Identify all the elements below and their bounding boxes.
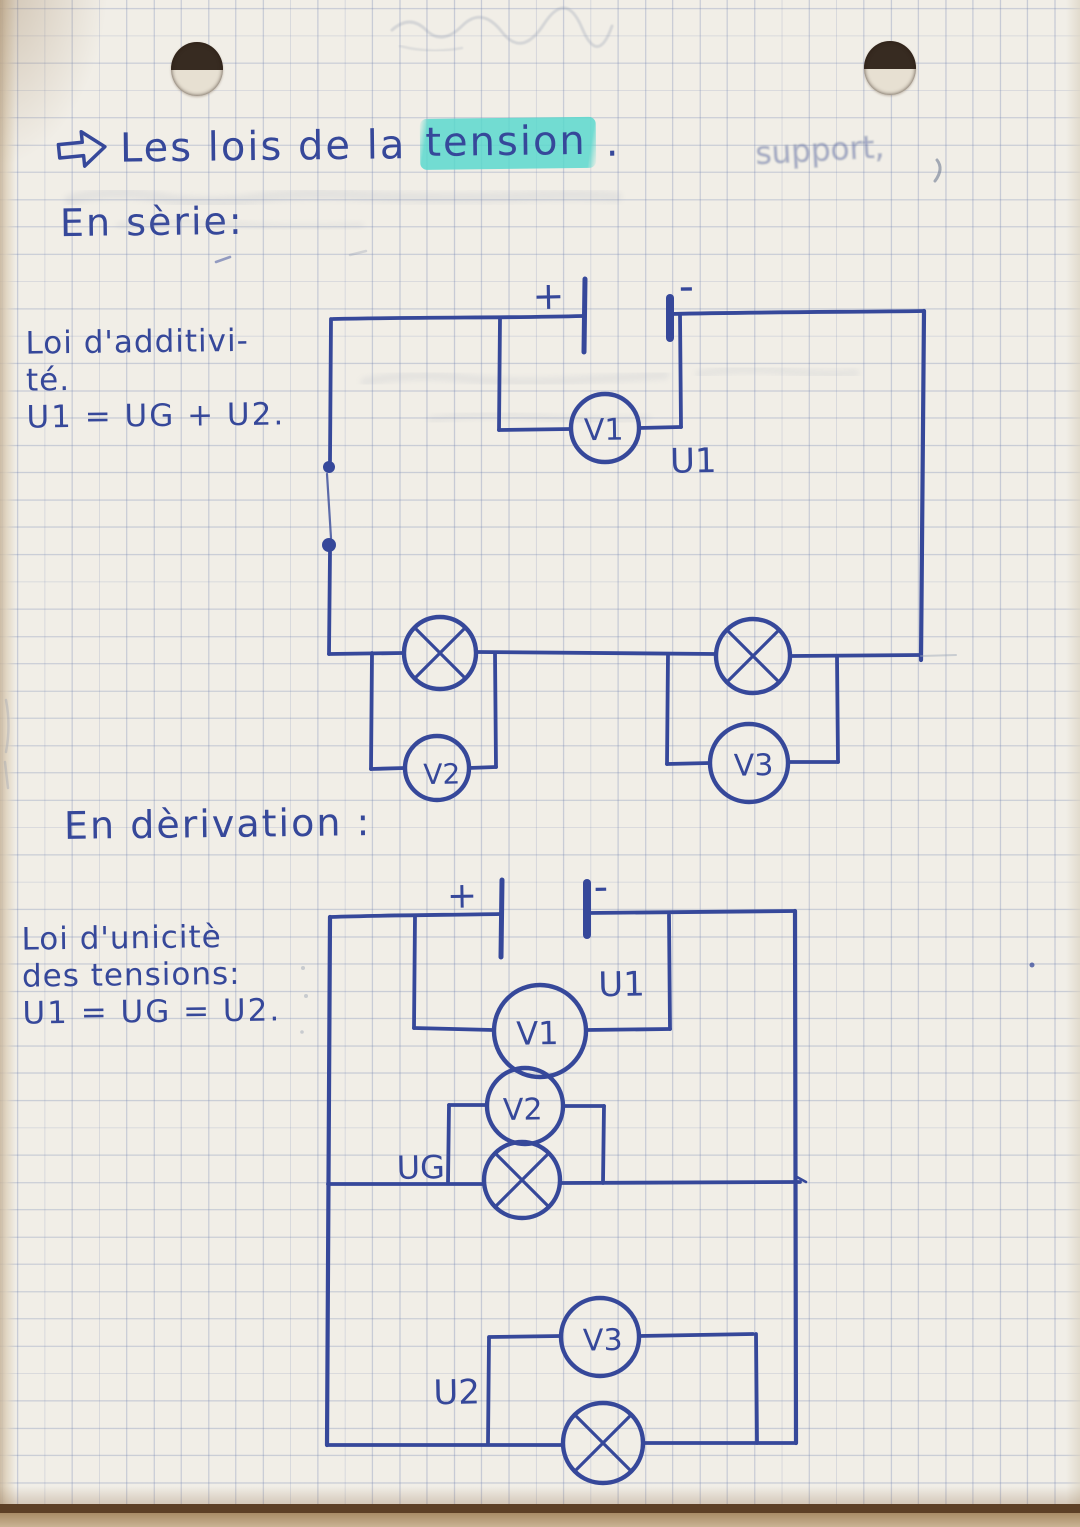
wire — [637, 425, 683, 430]
paper-left-edge — [0, 0, 16, 1527]
u1-voltage-label: U1 — [670, 441, 717, 482]
wire — [475, 650, 718, 656]
wire — [601, 1104, 606, 1185]
title-period: . — [605, 119, 621, 166]
wire — [324, 914, 333, 1448]
wire — [678, 312, 683, 429]
lamp-icon — [713, 616, 793, 696]
wire — [493, 651, 498, 769]
wire — [446, 1103, 451, 1185]
wire — [328, 317, 333, 463]
paper-right-edge — [1066, 0, 1080, 1527]
wire — [487, 1334, 563, 1339]
wire — [327, 651, 405, 656]
punch-hole-left — [171, 42, 223, 96]
lamp-cross — [574, 1414, 632, 1472]
lamp-cross — [413, 626, 467, 680]
battery-positive-terminal — [581, 276, 588, 355]
voltmeter-v3-label: V3 — [734, 748, 774, 784]
wire — [792, 908, 799, 1446]
page-title: Les lois de la tension. — [52, 116, 621, 175]
wire — [586, 909, 797, 915]
wire-arrow-tip — [795, 1175, 808, 1184]
switch-contact-top — [323, 461, 335, 473]
lamp-cross — [726, 629, 780, 683]
lamp-icon — [401, 614, 479, 692]
wire — [328, 912, 503, 919]
serie-law-equation: U1 = UG + U2. — [26, 396, 286, 436]
paper-bottom-edge — [0, 1504, 1080, 1513]
u1-voltage-label: U1 — [598, 964, 645, 1005]
wire — [667, 913, 672, 1031]
voltmeter-v1-label: V1 — [516, 1014, 559, 1053]
wire — [637, 1332, 755, 1338]
wire — [665, 761, 712, 766]
voltmeter-v2-circle — [402, 733, 472, 803]
wire — [754, 1332, 759, 1445]
derivation-law-line2: des tensions: — [21, 955, 241, 995]
serie-law-text: Loi d'additivi- té. U1 = UG + U2. — [25, 322, 285, 436]
u2-voltage-label: U2 — [433, 1372, 480, 1413]
serie-law-line1: Loi d'additivi- — [25, 322, 250, 362]
voltmeter-v3-circle — [707, 721, 791, 805]
voltmeter-v1-label: V1 — [584, 413, 624, 449]
voltmeter-v2-label: V2 — [503, 1092, 543, 1128]
wire — [789, 653, 923, 658]
wire — [369, 766, 407, 771]
punch-hole-right — [864, 41, 916, 95]
title-highlighted-word: tension — [420, 116, 597, 170]
battery-minus-label: - — [678, 261, 694, 310]
voltmeter-v2-circle — [484, 1065, 566, 1147]
series-circuit-diagram: + - V1 U1 V2 V3 — [322, 261, 957, 805]
parallel-circuit-diagram: + - U1 V1 V2 UG V3 U2 — [324, 864, 808, 1486]
wire — [497, 427, 573, 432]
wire — [558, 1180, 802, 1185]
double-arrow-right-icon — [56, 129, 107, 168]
lamp-icon — [560, 1400, 646, 1486]
wire — [467, 765, 498, 770]
switch-contact-bottom — [322, 538, 336, 552]
title-text: Les lois de la — [119, 121, 407, 172]
stray-ink-marks — [214, 255, 1035, 968]
pencil-wire-extension — [920, 654, 957, 657]
paper-corner-shading — [0, 0, 110, 170]
ug-voltage-label: UG — [396, 1148, 445, 1187]
wire — [835, 654, 840, 764]
wire — [369, 651, 374, 771]
battery-minus-label: - — [593, 864, 608, 910]
derivation-law-text: Loi d'unicitè des tensions: U1 = UG = U2… — [21, 918, 281, 1032]
derivation-law-line1: Loi d'unicitè — [21, 919, 222, 958]
wire — [327, 550, 332, 656]
serie-law-line2: té. — [25, 362, 71, 399]
paper-bottom-margin — [0, 1513, 1080, 1527]
switch-blade — [325, 472, 333, 540]
wire — [331, 314, 585, 321]
wire — [668, 309, 926, 316]
wire — [665, 652, 670, 766]
wire — [584, 1027, 672, 1032]
battery-plus-label: + — [532, 274, 565, 319]
wire — [486, 1336, 491, 1445]
paper-bottom-shadow — [0, 1486, 1080, 1504]
voltmeter-v3-label: V3 — [583, 1323, 623, 1359]
battery-plus-label: + — [447, 875, 478, 917]
ghost-word-support: support, — [755, 129, 886, 172]
voltmeter-v1-circle — [568, 391, 642, 465]
lamp-icon — [481, 1139, 563, 1221]
wire — [497, 316, 502, 432]
derivation-heading: En dèrivation : — [63, 800, 372, 848]
wire — [918, 308, 927, 663]
voltmeter-v2-label: V2 — [423, 757, 461, 791]
derivation-law-equation: U1 = UG = U2. — [22, 992, 282, 1032]
wire — [412, 914, 417, 1030]
voltmeter-v3-circle — [558, 1295, 642, 1379]
lamp-cross — [494, 1152, 550, 1208]
wire — [412, 1026, 495, 1032]
battery-positive-terminal — [498, 877, 505, 960]
voltmeter-v1-circle — [491, 982, 589, 1080]
serie-heading: En sèrie: — [59, 198, 244, 246]
